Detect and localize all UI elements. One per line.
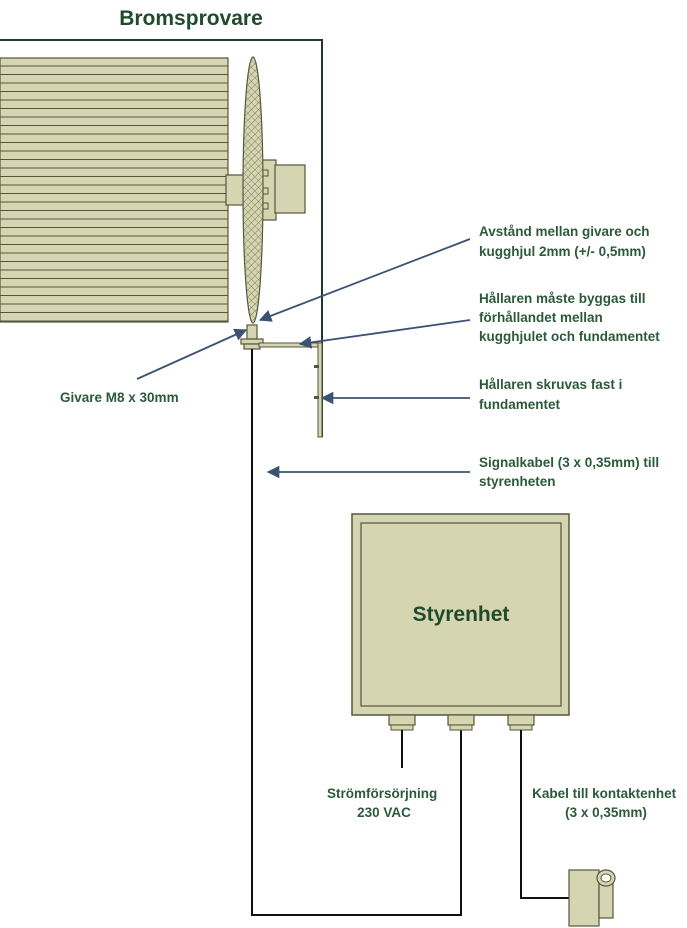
arrow-holder-build	[298, 319, 471, 349]
contact-cable	[520, 730, 570, 899]
sensor-holder	[258, 342, 323, 438]
tester-frame	[0, 39, 323, 437]
diagram-title: Bromsprovare	[119, 7, 263, 30]
cable-gland-contact	[507, 714, 535, 731]
signal-cable	[251, 349, 462, 916]
gear-wheel	[242, 56, 264, 324]
control-unit-label: Styrenhet	[413, 603, 510, 626]
arrow-sensor	[136, 328, 248, 380]
cable-gland-power	[388, 714, 416, 731]
cable-gland-signal	[447, 714, 475, 731]
label-sensor-distance: Avstånd mellan givare och kugghjul 2mm (…	[479, 224, 653, 259]
label-power: Strömförsörjning 230 VAC	[327, 786, 441, 820]
control-unit: Styrenhet	[351, 513, 570, 716]
arrow-sensor-distance	[258, 238, 471, 322]
label-signal-cable: Signalkabel (3 x 0,35mm) till styrenhete…	[479, 455, 663, 489]
label-contact-cable: Kabel till kontaktenhet (3 x 0,35mm)	[532, 786, 680, 820]
shaft-hub	[225, 159, 306, 221]
roller-body	[0, 57, 229, 323]
label-holder-build: Hållaren måste byggas till förhållandet …	[479, 291, 660, 344]
contact-unit	[568, 869, 616, 927]
label-sensor: Givare M8 x 30mm	[60, 390, 179, 405]
label-holder-screw: Hållaren skruvas fast i fundamentet	[479, 377, 626, 412]
